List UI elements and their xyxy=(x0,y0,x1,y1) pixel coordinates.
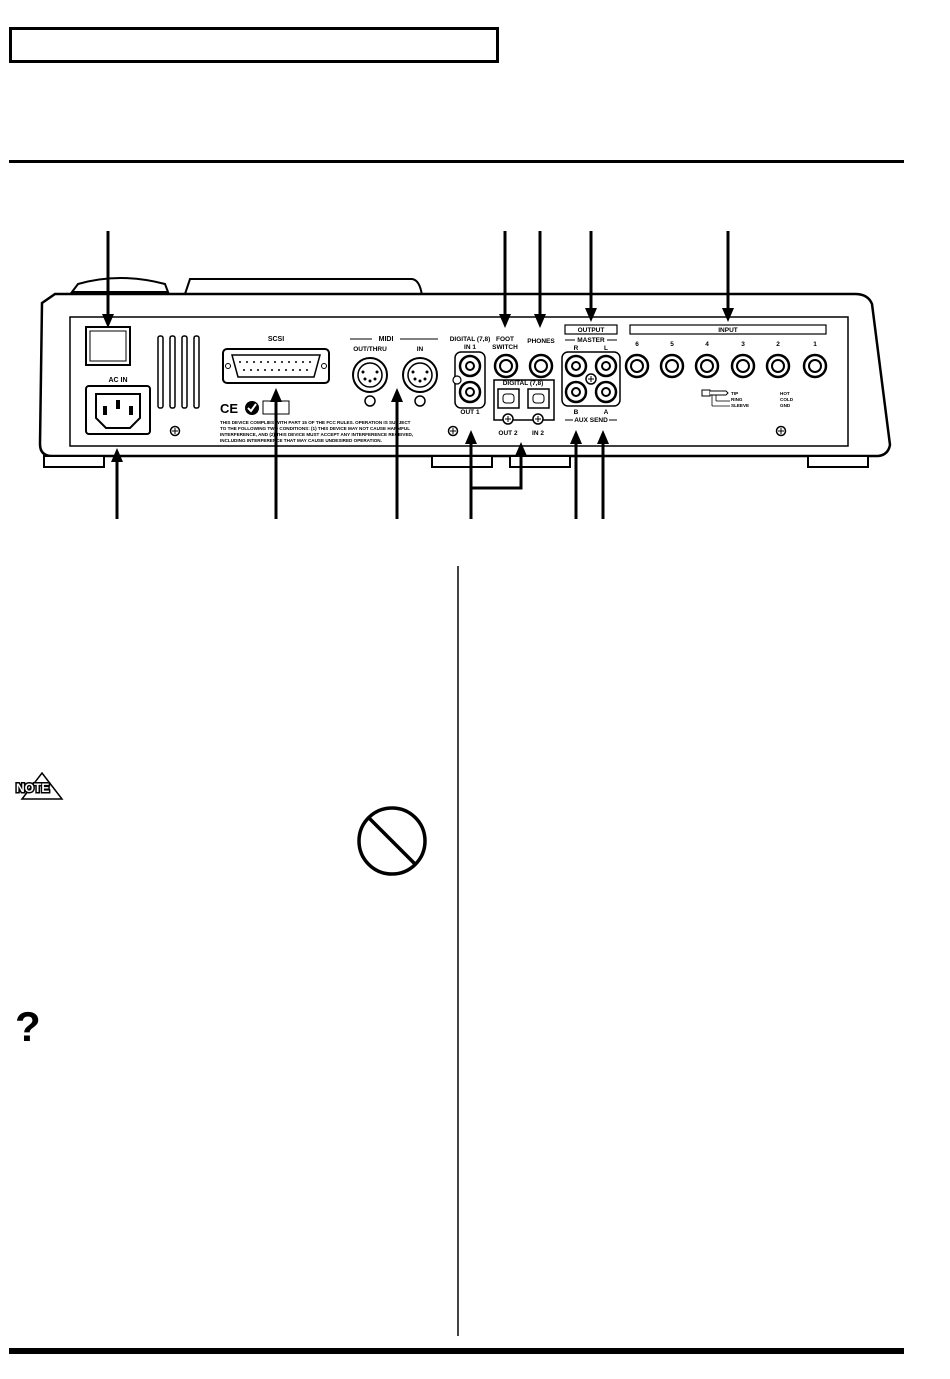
input-jack-inner xyxy=(665,359,679,373)
input-number-label: 2 xyxy=(776,341,780,348)
power-switch-rocker xyxy=(89,330,127,362)
digital-coax-in-label: IN 1 xyxy=(464,344,476,351)
foot-switch-label-2: SWITCH xyxy=(492,344,518,351)
digital-coax-out-label: OUT 1 xyxy=(460,409,480,416)
ce-mark-icon: CE xyxy=(220,401,238,416)
scsi-connector xyxy=(231,354,321,378)
vent-slot xyxy=(169,335,176,409)
input-jack-inner xyxy=(736,359,750,373)
input-number-label: 4 xyxy=(705,341,709,348)
note-icon: NOTE xyxy=(15,772,64,800)
fcc-text-line: INTERFERENCE, AND (2) THIS DEVICE MUST A… xyxy=(220,432,413,437)
foot-right xyxy=(807,455,869,468)
bottom-rule xyxy=(9,1348,904,1354)
optical-frame xyxy=(493,379,555,421)
input-jacks: 6 5 4 3 2 1 xyxy=(624,341,828,379)
rear-panel-diagram: AC IN SCSI CE THIS DEV xyxy=(38,231,892,519)
fcc-text-line: THIS DEVICE COMPLIES WITH PART 15 OF THE… xyxy=(220,420,411,425)
midi-in-label: IN xyxy=(417,346,424,353)
input-jack-inner xyxy=(630,359,644,373)
foot-left xyxy=(43,455,105,468)
aux-a-label: A xyxy=(604,409,609,416)
vent-slot xyxy=(181,335,188,409)
plug-gnd-label: GND xyxy=(780,403,791,408)
top-rule xyxy=(9,160,904,163)
output-label-box xyxy=(564,324,618,335)
vent-slot xyxy=(193,335,200,409)
midi-out-connector xyxy=(352,357,388,407)
ac-pin-center xyxy=(116,400,120,409)
question-icon-glyph: ? xyxy=(15,1005,41,1049)
aux-send-label: AUX SEND xyxy=(574,417,608,424)
header-box xyxy=(9,27,499,63)
input-number-label: 1 xyxy=(813,341,817,348)
scsi-label: SCSI xyxy=(268,336,284,343)
input-label-box xyxy=(629,324,827,335)
phones-label: PHONES xyxy=(527,338,555,345)
ac-in-label: AC IN xyxy=(108,377,127,384)
input-number-label: 3 xyxy=(741,341,745,348)
ac-in-socket xyxy=(95,393,141,429)
plug-legend: TIP RING SLEEVE HOT COLD GND xyxy=(701,389,794,408)
midi-out-thru-label: OUT/THRU xyxy=(353,346,387,353)
drum-top xyxy=(70,277,170,293)
digital-coax-label: DIGITAL (7,8) xyxy=(450,336,491,343)
master-l-label: L xyxy=(604,345,608,352)
midi-in-connector xyxy=(402,357,438,407)
input-jack-inner xyxy=(771,359,785,373)
vent-slot xyxy=(157,335,164,409)
plug-sleeve-label: SLEEVE xyxy=(731,403,749,408)
ac-pin-left xyxy=(103,406,107,415)
scsi-pins xyxy=(239,361,311,371)
input-number-label: 6 xyxy=(635,341,639,348)
plug-ring-label: RING xyxy=(731,397,743,402)
master-r-label: R xyxy=(574,345,579,352)
question-icon: ? xyxy=(15,1005,41,1049)
aux-b-label: B xyxy=(574,409,579,416)
plug-hot-label: HOT xyxy=(780,391,790,396)
output-label: OUTPUT xyxy=(578,327,605,334)
foot-mid-left xyxy=(431,455,493,468)
foot-switch-label-1: FOOT xyxy=(496,336,514,343)
foot-mid-right xyxy=(509,455,571,468)
input-jack-inner xyxy=(700,359,714,373)
plug-tip-label: TIP xyxy=(731,391,738,396)
optical-in-label: IN 2 xyxy=(532,430,544,437)
optical-out-label: OUT 2 xyxy=(498,430,518,437)
ac-pin-right xyxy=(129,406,133,415)
digital-optical-label: DIGITAL (7,8) xyxy=(503,380,544,387)
input-number-label: 5 xyxy=(670,341,674,348)
input-label: INPUT xyxy=(718,327,738,334)
note-icon-label: NOTE xyxy=(16,781,49,795)
callout-arrows xyxy=(102,231,734,519)
midi-label: MIDI xyxy=(379,336,394,343)
prohibited-icon xyxy=(357,806,427,876)
column-divider xyxy=(457,566,459,1336)
input-jack-inner xyxy=(808,359,822,373)
plug-cold-label: COLD xyxy=(780,397,794,402)
master-label: MASTER xyxy=(577,337,605,344)
fcc-text-line: TO THE FOLLOWING TWO CONDITIONS: (1) THI… xyxy=(220,426,410,431)
fcc-text-line: INCLUDING INTERFERENCE THAT MAY CAUSE UN… xyxy=(220,438,382,443)
